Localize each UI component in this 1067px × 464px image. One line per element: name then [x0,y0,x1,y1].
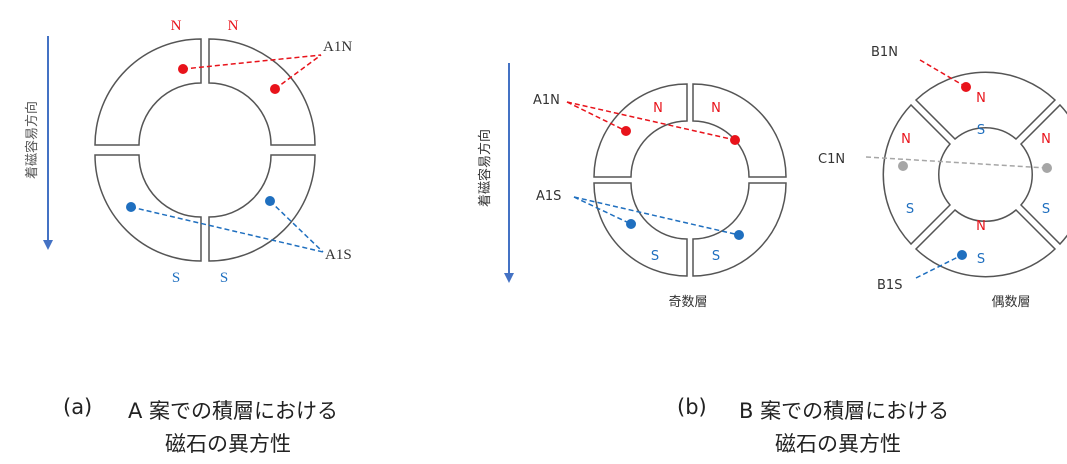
pole-label-even-n-top: N [976,91,986,106]
segment-even-right [1019,103,1067,246]
callout-a1n: A1N [323,39,352,55]
caption-a-line2: 磁石の異方性 [165,432,291,456]
dot-a1s-1 [126,202,136,212]
pole-label-even-s-top: S [977,123,985,138]
axis-label-a: 着磁容易方向 [24,101,39,179]
panel-a: 着磁容易方向 N N S S A1N A1S [24,18,352,286]
ring-a [94,38,316,262]
pole-label-even-n-bottom: N [976,219,986,234]
caption-b-line1: B 案での積層における [739,399,950,423]
caption-b-line2: 磁石の異方性 [775,432,901,456]
leader-a1s-1 [130,206,324,253]
pole-label-even-s-right: S [1042,202,1050,217]
callout-a1s: A1S [325,247,352,263]
dot-odd-a1s-2 [734,230,744,240]
pole-label-even-s-bottom: S [977,252,985,267]
segment-even-left [882,103,952,246]
leader-even-b1s [915,254,963,279]
dot-even-b1n [961,82,971,92]
layer-label-even: 偶数層 [991,295,1030,310]
leader-even-b1n [919,59,967,88]
dot-odd-a1s-1 [626,219,636,229]
pole-label-odd-s2: S [712,249,720,264]
pole-label-a-s1: S [172,270,180,286]
segment-odd-top-left [593,83,688,178]
pole-label-a-s2: S [220,270,228,286]
leader-a1n-1 [182,54,322,70]
callout-even-b1n: B1N [871,45,898,60]
leader-even-c1n [865,156,1048,169]
dot-a1n-2 [270,84,280,94]
panel-b: 着磁容易方向 N N S S A1N A1S 奇数層 N N [477,45,1067,310]
pole-label-even-s-left: S [906,202,914,217]
pole-label-odd-s1: S [651,249,659,264]
dot-a1s-2 [265,196,275,206]
leader-a1n-2 [274,54,322,90]
pole-label-even-n-left: N [901,132,911,147]
segment-even-bottom [914,208,1057,278]
segment-a-top-right [208,38,316,146]
leader-odd-a1s-1 [573,196,632,225]
pole-label-odd-n2: N [711,101,721,116]
pole-label-a-n2: N [228,18,239,34]
caption-a-line1: A 案での積層における [128,399,339,423]
dot-even-c1n-1 [898,161,908,171]
segment-odd-top-right [692,83,787,178]
caption-b-tag: (b) [677,395,707,419]
dot-a1n-1 [178,64,188,74]
segment-a-bottom-right [208,154,316,262]
ring-even [882,71,1067,278]
ring-odd [593,83,787,277]
segment-a-top-left [94,38,202,146]
dot-odd-a1n-1 [621,126,631,136]
segment-odd-bottom-right [692,182,787,277]
leader-odd-a1n-2 [566,101,736,141]
callout-odd-a1n: A1N [533,93,560,108]
pole-label-odd-n1: N [653,101,663,116]
dot-even-b1s [957,250,967,260]
leader-a1s-2 [269,200,324,253]
dot-odd-a1n-2 [730,135,740,145]
layer-label-odd: 奇数層 [668,294,707,310]
callout-even-b1s: B1S [877,278,902,293]
pole-label-a-n1: N [171,18,182,34]
leader-odd-a1n-1 [566,101,627,132]
pole-label-even-n-right: N [1041,132,1051,147]
dot-even-c1n-2 [1042,163,1052,173]
callout-odd-a1s: A1S [536,189,561,204]
segment-odd-bottom-left [593,182,688,277]
axis-label-b: 着磁容易方向 [477,129,493,207]
segment-a-bottom-left [94,154,202,262]
leader-odd-a1s-2 [573,196,740,236]
callout-even-c1n: C1N [818,152,845,167]
caption-a-tag: (a) [63,395,93,419]
